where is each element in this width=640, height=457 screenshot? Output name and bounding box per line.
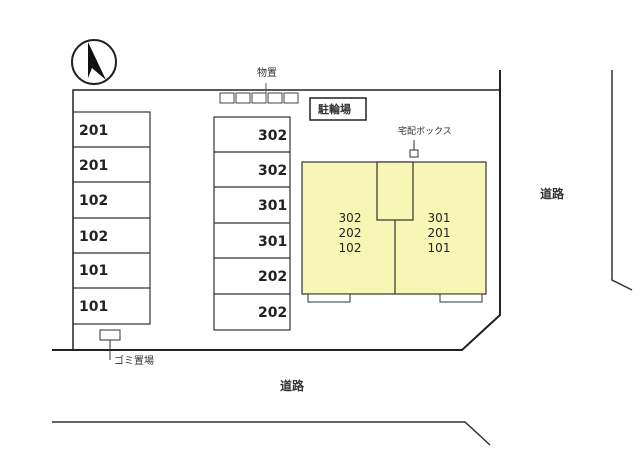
road-edge-right (611, 70, 633, 291)
lot-boundary (52, 70, 501, 351)
north-arrow-icon (71, 39, 117, 85)
storage-sheds (219, 92, 299, 104)
road-label-right: 道路 (540, 187, 565, 201)
parking-middle-2: 302 (258, 163, 288, 179)
road-edge-bottom (52, 421, 491, 446)
unit-right-top: 301 (427, 211, 451, 225)
storage-label: 物置 (257, 68, 277, 79)
parking-left-2: 201 (79, 158, 109, 174)
bicycle-parking-label: 駐輪場 (318, 103, 351, 116)
parking-left-5: 101 (79, 263, 109, 279)
parking-middle-4: 301 (258, 234, 288, 250)
delivery-box-label: 宅配ボックス (398, 127, 452, 137)
parking-middle-3: 301 (258, 198, 288, 214)
road-label-bottom: 道路 (280, 379, 305, 393)
parking-middle-5: 202 (258, 269, 288, 285)
unit-left-mid: 202 (338, 226, 362, 240)
parking-left-6: 101 (79, 299, 109, 315)
parking-left-1: 201 (79, 123, 109, 139)
unit-right-bottom: 101 (427, 241, 451, 255)
parking-middle-column (213, 116, 291, 331)
parking-left-column (72, 111, 151, 325)
garbage-box-icon (99, 329, 121, 341)
parking-left-4: 102 (79, 229, 109, 245)
unit-left-bottom: 102 (338, 241, 362, 255)
bicycle-parking-box (309, 97, 367, 121)
garbage-label: ゴミ置場 (114, 356, 154, 367)
delivery-box-icon (409, 149, 419, 158)
parking-left-3: 102 (79, 193, 109, 209)
parking-middle-6: 202 (258, 305, 288, 321)
parking-middle-1: 302 (258, 128, 288, 144)
unit-left-top: 302 (338, 211, 362, 225)
building (301, 161, 487, 303)
unit-right-mid: 201 (427, 226, 451, 240)
